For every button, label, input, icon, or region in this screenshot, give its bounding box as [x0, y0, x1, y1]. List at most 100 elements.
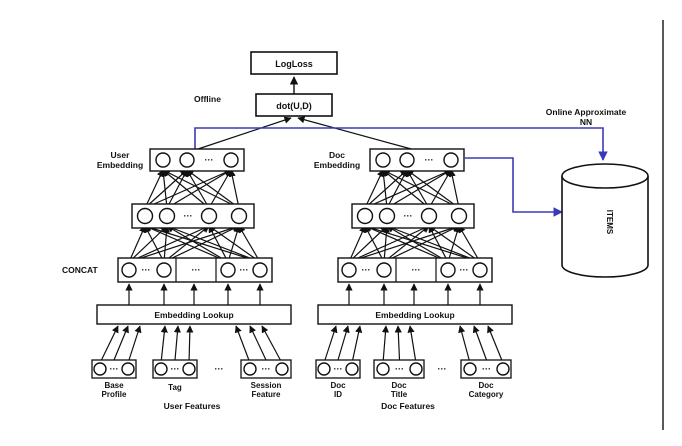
user-hidden-to-embedding-arrow [166, 169, 232, 209]
user-to-dot-arrow [194, 116, 292, 151]
doc-concat-to-hidden-arrow [348, 225, 366, 263]
doc-hidden-to-embedding-arrow [448, 169, 460, 209]
user-concat-to-hidden-arrow [144, 224, 261, 263]
tag-to-lookup-arrow [160, 325, 168, 364]
session-feature-to-lookup-arrow [234, 325, 251, 364]
doc-concat-node [376, 262, 392, 278]
edge-layer [99, 116, 504, 364]
user-hidden-to-embedding-arrow [166, 169, 188, 209]
doc-embedding-lookup-box [317, 304, 513, 325]
user-hidden-node [200, 207, 218, 225]
user-concat-to-hidden-arrow [128, 225, 168, 263]
doc-hidden-node [356, 207, 374, 225]
online-label-line1: Online Approximate [546, 107, 627, 117]
user-concat-ellipsis-mid: ··· [192, 265, 201, 275]
doc-category-to-lookup-arrow [472, 325, 488, 361]
user-concat-to-hidden-arrow [166, 225, 229, 263]
user-embedding-lookup-box [96, 304, 292, 325]
user-hidden-to-embedding-arrow [144, 169, 164, 209]
doc-hidden-to-embedding-arrow [386, 169, 452, 209]
offline-label: Offline [194, 94, 221, 104]
session-feature-label-line2: Feature [252, 390, 281, 399]
doc-hidden-to-embedding-arrow [386, 169, 408, 209]
user-concat-to-hidden-arrow [238, 225, 261, 263]
doc-category-label-line2: Category [469, 390, 504, 399]
doc-title-node-right [409, 362, 423, 376]
user-hidden-to-embedding-arrow [144, 169, 188, 209]
doc-features-group-label: Doc Features [381, 401, 435, 411]
user-concat-node [156, 262, 172, 278]
doc-embedding-label-line2: Embedding [314, 160, 360, 170]
doc-concat-ellipsis-left: ··· [362, 265, 371, 275]
doc-embedding-layer [369, 148, 465, 172]
dot-product-label: dot(U,D) [276, 101, 312, 111]
doc-title-to-lookup-arrow [407, 325, 417, 364]
tag-node-left [154, 362, 168, 376]
doc-hidden-node [450, 207, 468, 225]
doc-concat-layer [337, 257, 493, 283]
user-input-ellipsis: ··· [215, 364, 224, 374]
user-concat-ellipsis-left: ··· [142, 265, 151, 275]
base-profile-ellipsis: ··· [110, 364, 119, 374]
doc-category-ellipsis: ··· [482, 364, 491, 374]
doc-embedding-node [375, 152, 391, 168]
doc-hidden-ellipsis: ··· [404, 211, 413, 221]
doc-title-label-line1: Doc [391, 381, 407, 390]
tag-to-lookup-arrow [186, 325, 194, 364]
doc-hidden-to-embedding-arrow [406, 169, 430, 209]
session-feature-to-lookup-arrow [261, 325, 283, 364]
base-profile-to-lookup-arrow [99, 325, 119, 364]
user-embedding-label-line2: Embedding [97, 160, 143, 170]
doc-concat-to-hidden-arrow [386, 225, 449, 263]
base-profile-label-line2: Profile [102, 390, 127, 399]
user-hidden-to-embedding-arrow [208, 169, 232, 209]
doc-title-to-lookup-arrow [381, 325, 390, 364]
user-hidden-to-embedding-arrow [162, 169, 240, 209]
tag-ellipsis: ··· [171, 364, 180, 374]
doc-id-ellipsis: ··· [334, 364, 343, 374]
session-feature-node-left [243, 362, 257, 376]
user-concat-to-hidden-arrow [162, 225, 171, 263]
user-hidden-ellipsis: ··· [184, 211, 193, 221]
doc-concat-node [440, 262, 456, 278]
user-concat-to-hidden-arrow [208, 225, 261, 263]
user-embedding-ellipsis: ··· [205, 155, 214, 165]
tag-to-lookup-arrow [173, 325, 182, 361]
user-hidden-to-embedding-arrow [186, 169, 210, 209]
doc-id-label-line2: ID [334, 390, 342, 399]
user-concat-to-hidden-arrow [128, 225, 210, 263]
user-concat-node [121, 262, 137, 278]
user-hidden-to-embedding-arrow [186, 169, 240, 209]
user-embedding-layer [149, 148, 245, 172]
doc-hidden-to-embedding-arrow [364, 169, 408, 209]
user-concat-to-hidden-arrow [128, 224, 240, 263]
online-label-line2: NN [580, 117, 592, 127]
doc-concat-ellipsis-right: ··· [460, 265, 469, 275]
user-concat-node [252, 262, 268, 278]
user-concat-node [220, 262, 236, 278]
doc-hidden-to-embedding-arrow [428, 169, 452, 209]
user-hidden-to-embedding-arrow [228, 169, 240, 209]
user-concat-to-hidden-arrow [144, 225, 165, 263]
user-hidden-node [158, 207, 176, 225]
logloss-box [250, 51, 338, 75]
doc-concat-to-hidden-arrow [382, 225, 391, 263]
doc-title-label-line2: Title [391, 390, 408, 399]
user-hidden-to-embedding-arrow [162, 169, 210, 209]
doc-id-to-lookup-arrow [337, 325, 350, 361]
doc-embedding-node [443, 152, 459, 168]
logloss-label: LogLoss [275, 59, 313, 69]
base-profile-to-lookup-arrow [127, 325, 142, 364]
tag-label: Tag [168, 383, 182, 392]
doc-concat-to-hidden-arrow [386, 224, 481, 263]
doc-concat-to-hidden-arrow [458, 225, 481, 263]
session-feature-node-right [275, 362, 289, 376]
user-embedding-node [155, 152, 171, 168]
user-concat-to-hidden-arrow [144, 225, 229, 263]
user-concat-ellipsis-right: ··· [240, 265, 249, 275]
items-label: ITEMS [605, 210, 614, 235]
user-embedding-node [223, 152, 239, 168]
doc-embedding-ellipsis: ··· [425, 155, 434, 165]
